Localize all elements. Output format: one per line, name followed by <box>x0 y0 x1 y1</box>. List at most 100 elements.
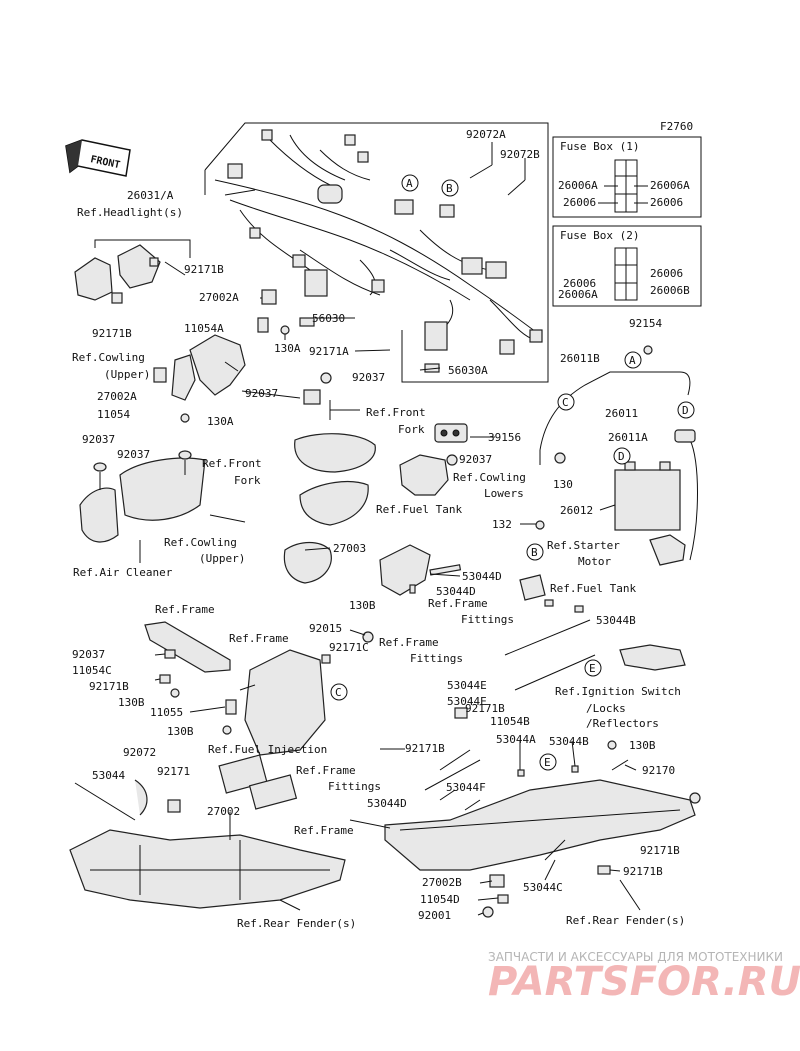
label-ref-starter-motor: Ref.Starter <box>547 539 620 552</box>
label-53044e-2: 53044E <box>447 695 487 708</box>
label-ref-starter-motor-b: Motor <box>578 555 611 568</box>
label-ref-frame-fittings-3b: Fittings <box>328 780 381 793</box>
fuse-box-2-right-1: 26006 <box>650 267 683 280</box>
callout-d-2: D <box>618 450 625 463</box>
label-ref-fuel-injection: Ref.Fuel Injection <box>208 743 327 756</box>
label-53044d-2: 53044D <box>436 585 476 598</box>
rear-fender-left <box>69 779 346 909</box>
label-ref-cowling-upper-2: Ref.Cowling <box>164 536 237 549</box>
label-53044c: 53044C <box>523 881 563 894</box>
label-ref-headlight: Ref.Headlight(s) <box>77 206 183 219</box>
label-92171a: 92171A <box>309 345 349 358</box>
label-92171c: 92171C <box>329 641 369 654</box>
label-53044a: 53044A <box>496 733 536 746</box>
relay-39156 <box>434 423 468 443</box>
callout-c-2: C <box>335 686 342 699</box>
air-cleaner-cover <box>79 450 206 563</box>
callout-e-1: E <box>589 662 596 675</box>
label-26012: 26012 <box>560 504 593 517</box>
label-ref-front-fork-1: Ref.Front <box>366 406 426 419</box>
main-wiring-harness <box>214 129 543 373</box>
label-53044f: 53044F <box>446 781 486 794</box>
label-ref-rear-fender-2: Ref.Rear Fender(s) <box>566 914 685 927</box>
label-ref-frame-3: Ref.Frame <box>294 824 354 837</box>
label-130b-1: 130B <box>349 599 376 612</box>
label-26011b: 26011B <box>560 352 600 365</box>
label-92037-6: 92037 <box>72 648 105 661</box>
watermark: ЗАПЧАСТИ И АКСЕССУАРЫ ДЛЯ МОТОТЕХНИКИ PA… <box>488 950 800 1005</box>
label-92015: 92015 <box>309 622 342 635</box>
callout-a-1: A <box>406 177 413 190</box>
label-27002: 27002 <box>207 805 240 818</box>
label-53044d-3: 53044D <box>367 797 407 810</box>
label-130: 130 <box>553 478 573 491</box>
label-ref-cowling-upper-2b: (Upper) <box>199 552 245 565</box>
label-11054b: 11054B <box>490 715 530 728</box>
label-53044d-1: 53044D <box>462 570 502 583</box>
label-27003: 27003 <box>333 542 366 555</box>
label-ref-frame-fittings-1b: Fittings <box>461 613 514 626</box>
label-92001: 92001 <box>418 909 451 922</box>
label-130b-2: 130B <box>118 696 145 709</box>
fuel-injection-ecu <box>218 754 298 810</box>
leader-lines <box>154 189 641 916</box>
harness-group-box <box>204 122 549 383</box>
label-53044: 53044 <box>92 769 125 782</box>
front-arrow-icon: FRONT <box>65 139 131 177</box>
label-ref-cowling-upper-1: Ref.Cowling <box>72 351 145 364</box>
label-92037-2: 92037 <box>245 387 278 400</box>
headlight-brackets <box>74 239 191 304</box>
label-27002a-2: 27002A <box>97 390 137 403</box>
fuse-box-1-right-1: 26006A <box>650 179 690 192</box>
fuse-box-2-left-2: 26006A <box>558 288 598 301</box>
label-92171b-5: 92171B <box>405 742 445 755</box>
fuse-box-2-right-2: 26006B <box>650 284 690 297</box>
label-26011: 26011 <box>605 407 638 420</box>
label-ref-ignition-c: /Reflectors <box>586 717 659 730</box>
label-ref-ignition-b: /Locks <box>586 702 626 715</box>
label-92072b: 92072B <box>500 148 540 161</box>
label-ref-fuel-tank-1: Ref.Fuel Tank <box>376 503 462 516</box>
label-ref-frame-fittings-1: Ref.Frame <box>428 597 488 610</box>
label-130b-3: 130B <box>167 725 194 738</box>
label-27002b: 27002B <box>422 876 462 889</box>
callout-c-1: C <box>562 396 569 409</box>
label-92171b-3: 92171B <box>89 680 129 693</box>
label-ref-rear-fender-1: Ref.Rear Fender(s) <box>237 917 356 930</box>
label-92171: 92171 <box>157 765 190 778</box>
label-56030: 56030 <box>312 312 345 325</box>
label-92171b-4: 92171B <box>465 702 505 715</box>
label-92037-1: 92037 <box>352 371 385 384</box>
callout-d-1: D <box>682 404 689 417</box>
fuse-box-1-title: Fuse Box (1) <box>560 140 639 153</box>
label-ref-front-fork-2: Ref.Front <box>202 457 262 470</box>
callout-a-2: A <box>629 354 636 367</box>
label-26011a: 26011A <box>608 431 648 444</box>
battery-26012 <box>614 461 681 531</box>
label-92154: 92154 <box>629 317 662 330</box>
part-labels: 92072A 92072B 26031/A Ref.Headlight(s) 9… <box>72 128 685 930</box>
cowling-lowers-bracket <box>379 454 462 596</box>
label-132: 132 <box>492 518 512 531</box>
left-frame-bracket <box>144 621 237 735</box>
label-ref-cowling-lowers: Ref.Cowling <box>453 471 526 484</box>
label-11054d: 11054D <box>420 893 460 906</box>
label-ref-ignition: Ref.Ignition Switch <box>555 685 681 698</box>
label-11054c: 11054C <box>72 664 112 677</box>
label-53044b-1: 53044B <box>596 614 636 627</box>
fuse-box-1: Fuse Box (1) 26006A 26006 26006A 26006 <box>552 136 702 218</box>
fuse-box-2: Fuse Box (2) 26006 26006A 26006 26006B <box>552 225 702 307</box>
label-ref-fuel-tank-2: Ref.Fuel Tank <box>550 582 636 595</box>
cowling-upper-bracket <box>153 289 290 423</box>
label-92171b-1: 92171B <box>184 263 224 276</box>
label-ref-frame-fittings-2b: Fittings <box>410 652 463 665</box>
label-56030a: 56030A <box>448 364 488 377</box>
label-ref-frame-fittings-2: Ref.Frame <box>379 636 439 649</box>
label-92171b-2: 92171B <box>92 327 132 340</box>
label-ref-front-fork-2b: Fork <box>234 474 261 487</box>
label-39156: 39156 <box>488 431 521 444</box>
label-92037-4: 92037 <box>117 448 150 461</box>
diagram-code: F2760 <box>660 120 693 133</box>
